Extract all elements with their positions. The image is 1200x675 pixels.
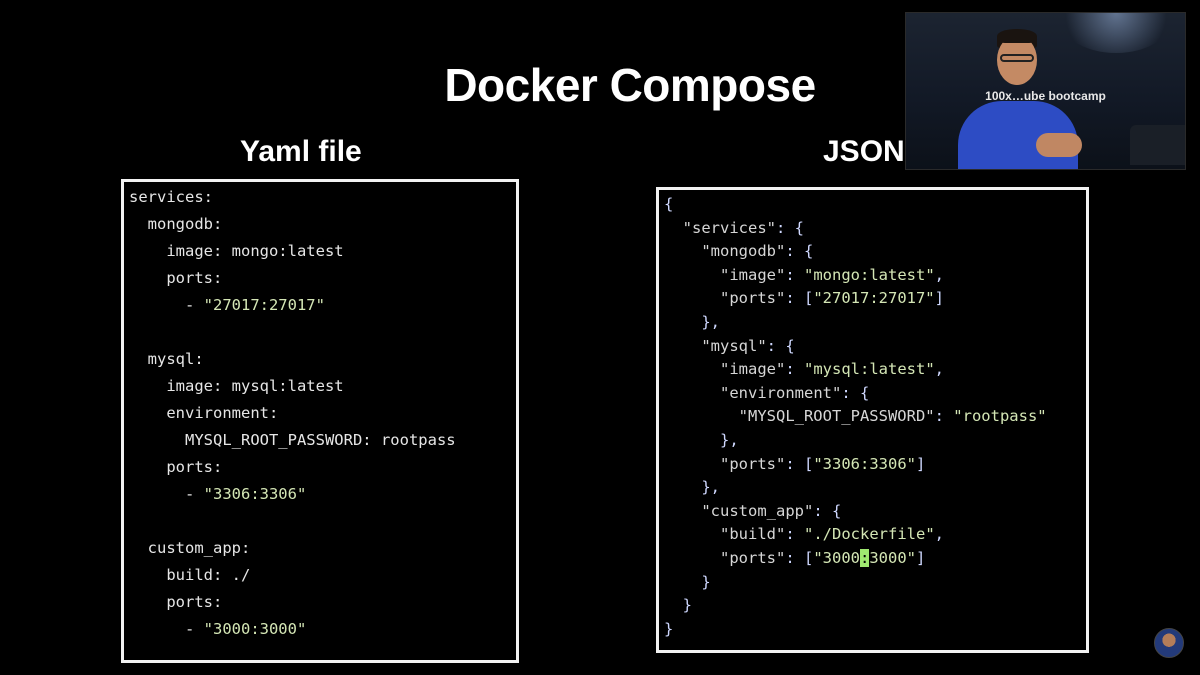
json-key: "mongodb" bbox=[701, 242, 786, 261]
text-cursor: : bbox=[860, 549, 870, 567]
json-line: "custom_app": { bbox=[701, 501, 842, 520]
presenter-banner-text: 100x…ube bootcamp bbox=[985, 89, 1106, 103]
json-key: "image" bbox=[720, 360, 786, 379]
yaml-line: services: bbox=[129, 188, 213, 206]
json-line: "ports": ["3306:3306"] bbox=[720, 454, 926, 473]
json-string: "27017:27017" bbox=[813, 289, 935, 308]
json-string: "mysql:latest" bbox=[804, 360, 935, 379]
json-line: "build": "./Dockerfile", bbox=[720, 525, 944, 544]
channel-avatar[interactable] bbox=[1154, 628, 1184, 658]
json-line: "image": "mysql:latest", bbox=[720, 360, 944, 379]
yaml-port-string: "3306:3306" bbox=[203, 485, 307, 503]
json-line: } bbox=[664, 572, 711, 591]
yaml-line: environment: bbox=[129, 404, 279, 422]
yaml-port-string: "27017:27017" bbox=[203, 296, 325, 314]
json-key: "environment" bbox=[720, 383, 842, 402]
json-key: "image" bbox=[720, 265, 786, 284]
presenter-hands bbox=[1036, 133, 1082, 157]
json-line: } bbox=[664, 619, 674, 638]
yaml-dash: - bbox=[129, 485, 204, 503]
json-string: "./Dockerfile" bbox=[804, 525, 935, 544]
yaml-dash: - bbox=[129, 620, 204, 638]
slide-title: Docker Compose bbox=[444, 59, 816, 111]
yaml-port-string: "3000:3000" bbox=[203, 620, 307, 638]
json-string: "3000:3000" bbox=[813, 549, 917, 567]
studio-light bbox=[1056, 13, 1176, 53]
json-line: "MYSQL_ROOT_PASSWORD": "rootpass" bbox=[738, 407, 1047, 426]
json-line: "image": "mongo:latest", bbox=[720, 265, 944, 284]
yaml-line: - "3306:3306" bbox=[129, 484, 306, 504]
json-string: "mongo:latest" bbox=[804, 265, 935, 284]
json-line: "environment": { bbox=[720, 383, 870, 402]
json-key: "services" bbox=[682, 218, 776, 237]
json-key: "mysql" bbox=[701, 336, 767, 355]
json-key: "custom_app" bbox=[701, 501, 814, 520]
json-line: { bbox=[664, 195, 674, 213]
json-key: "build" bbox=[720, 525, 786, 544]
yaml-heading: Yaml file bbox=[240, 135, 362, 168]
json-string: "rootpass" bbox=[953, 407, 1047, 426]
json-key: "MYSQL_ROOT_PASSWORD" bbox=[738, 407, 935, 426]
json-line: "mongodb": { bbox=[701, 242, 814, 261]
yaml-line: mongodb: bbox=[129, 215, 223, 233]
json-line: }, bbox=[664, 431, 739, 449]
background-screen bbox=[1130, 125, 1185, 165]
json-line: "ports": ["3000:3000"] bbox=[720, 549, 926, 567]
json-code-panel: { "services": { "mongodb": { "image": "m… bbox=[656, 187, 1089, 653]
yaml-line: ports: bbox=[129, 458, 223, 476]
presenter-video-overlay: 100x…ube bootcamp bbox=[905, 12, 1186, 170]
json-string: "3306:3306" bbox=[813, 454, 916, 473]
yaml-line: image: mongo:latest bbox=[129, 242, 344, 260]
yaml-code-panel: services: mongodb: image: mongo:latest p… bbox=[121, 179, 519, 663]
json-line: } bbox=[664, 596, 692, 615]
json-key: "ports" bbox=[720, 289, 786, 308]
presenter-glasses bbox=[1000, 54, 1034, 62]
json-line: "services": { bbox=[682, 218, 804, 237]
yaml-line: - "3000:3000" bbox=[129, 619, 306, 639]
yaml-line: image: mysql:latest bbox=[129, 377, 344, 395]
yaml-line: build: ./ bbox=[129, 566, 251, 584]
json-line: }, bbox=[664, 478, 720, 497]
json-key: "ports" bbox=[720, 454, 786, 473]
presenter-hair-top bbox=[997, 29, 1037, 43]
yaml-line: ports: bbox=[129, 593, 223, 611]
yaml-line: mysql: bbox=[129, 350, 204, 368]
json-heading: JSON bbox=[823, 135, 905, 168]
yaml-line: ports: bbox=[129, 269, 223, 287]
json-line: "mysql": { bbox=[701, 336, 795, 355]
json-key: "ports" bbox=[720, 549, 786, 567]
yaml-line: custom_app: bbox=[129, 539, 251, 557]
yaml-dash: - bbox=[129, 296, 204, 314]
yaml-line: - "27017:27017" bbox=[129, 295, 325, 315]
yaml-line: MYSQL_ROOT_PASSWORD: rootpass bbox=[129, 431, 456, 449]
json-line: }, bbox=[664, 313, 720, 331]
json-line: "ports": ["27017:27017"] bbox=[720, 289, 944, 308]
